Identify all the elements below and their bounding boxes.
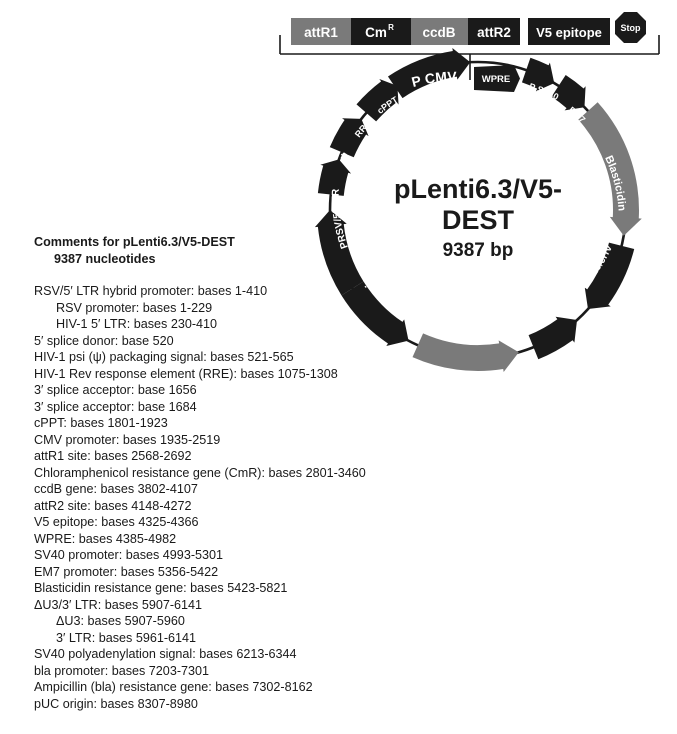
comment-line: Ampicillin (bla) resistance gene: bases … xyxy=(34,680,313,694)
comment-line: RSV promoter: bases 1-229 xyxy=(56,300,213,315)
comment-line: ΔU3: bases 5907-5960 xyxy=(56,614,185,628)
ccdb-box xyxy=(411,18,468,45)
comment-line: pUC origin: bases 8307-8980 xyxy=(34,696,198,711)
rre-arrow xyxy=(329,118,369,158)
comment-line: bla promoter: bases 7203-7301 xyxy=(34,663,210,678)
v5-epitope-label: V5 epitope xyxy=(536,25,602,40)
comment-line: 3′ splice acceptor: base 1656 xyxy=(34,383,197,397)
comment-line: 3′ splice acceptor: base 1684 xyxy=(34,399,197,414)
em7-arrow xyxy=(551,74,586,111)
comment-line: attR1 site: bases 2568-2692 xyxy=(34,449,192,463)
plasmid-name-line2: DEST xyxy=(442,205,515,235)
comment-line: Chloramphenicol resistance gene (CmR): b… xyxy=(34,465,366,480)
comment-line: Blasticidin resistance gene: bases 5423-… xyxy=(34,581,288,595)
plasmid-size: 9387 bp xyxy=(443,240,514,261)
cmr-box xyxy=(351,18,411,45)
comment-line: HIV-1 psi (ψ) packaging signal: bases 52… xyxy=(34,350,294,364)
comment-line: 3′ LTR: bases 5961-6141 xyxy=(56,630,197,645)
comment-line: CMV promoter: bases 1935-2519 xyxy=(34,432,221,447)
comment-line: WPRE: bases 4385-4982 xyxy=(34,531,177,546)
attr1-label: attR1 xyxy=(304,25,338,40)
comment-line: 5′ splice donor: base 520 xyxy=(34,333,174,348)
v5-epitope-box xyxy=(528,18,610,45)
plasmid-name-line1: pLenti6.3/V5- xyxy=(394,174,562,204)
comments-nucleotides: 9387 nucleotides xyxy=(54,251,156,266)
comment-line: ccdB gene: bases 3802-4107 xyxy=(34,482,198,496)
comment-line: RSV/5′ LTR hybrid promoter: bases 1-410 xyxy=(34,284,268,298)
comment-line: SV40 promoter: bases 4993-5301 xyxy=(34,548,224,562)
cppt-arrow xyxy=(356,79,399,122)
ampicillin-label: Ampicillin xyxy=(430,318,493,336)
wpre-label: WPRE xyxy=(482,74,511,85)
plasmid-features xyxy=(314,48,642,372)
sv40pa-arrow xyxy=(528,316,578,360)
comment-line: HIV-1 Rev response element (RRE): bases … xyxy=(34,366,338,381)
stop-octagon-icon xyxy=(615,12,646,43)
comments-title: Comments for pLenti6.3/V5-DEST xyxy=(34,235,235,249)
attr1-box xyxy=(291,18,351,45)
comment-line: cPPT: bases 1801-1923 xyxy=(34,416,168,430)
psv40-arrow xyxy=(521,57,555,92)
wpre-box xyxy=(474,65,520,92)
comment-line: ΔU3/3′ LTR: bases 5907-6141 xyxy=(34,597,203,612)
stop-label: Stop xyxy=(621,23,641,33)
puc-ori-arrow xyxy=(341,281,409,346)
attr2-label: attR2 xyxy=(477,25,511,40)
comments-panel: Comments for pLenti6.3/V5-DEST 9387 nucl… xyxy=(34,234,366,712)
ampicillin-arrow xyxy=(412,333,519,372)
comment-line: V5 epitope: bases 4325-4366 xyxy=(34,515,199,529)
cmr-superscript: R xyxy=(388,23,394,32)
psi-arrow xyxy=(317,159,352,196)
cmr-label: Cm xyxy=(365,25,387,40)
comment-line: EM7 promoter: bases 5356-5422 xyxy=(34,564,219,579)
pcmv-arrow xyxy=(387,48,471,99)
attr2-box xyxy=(468,18,520,45)
ccdb-label: ccdB xyxy=(422,25,455,40)
comment-line: SV40 polyadenylation signal: bases 6213-… xyxy=(34,647,297,661)
pcmv-label: P CMV xyxy=(410,68,458,90)
du3-ltr-arrow xyxy=(584,242,635,310)
gateway-cassette: attR1 Cm R ccdB attR2 V5 epitope Stop xyxy=(291,12,646,45)
prsv-ltr-arrow xyxy=(314,210,364,296)
blasticidin-arrow xyxy=(578,102,642,236)
comment-line: HIV-1 5′ LTR: bases 230-410 xyxy=(56,317,218,331)
comment-line: attR2 site: bases 4148-4272 xyxy=(34,498,192,513)
